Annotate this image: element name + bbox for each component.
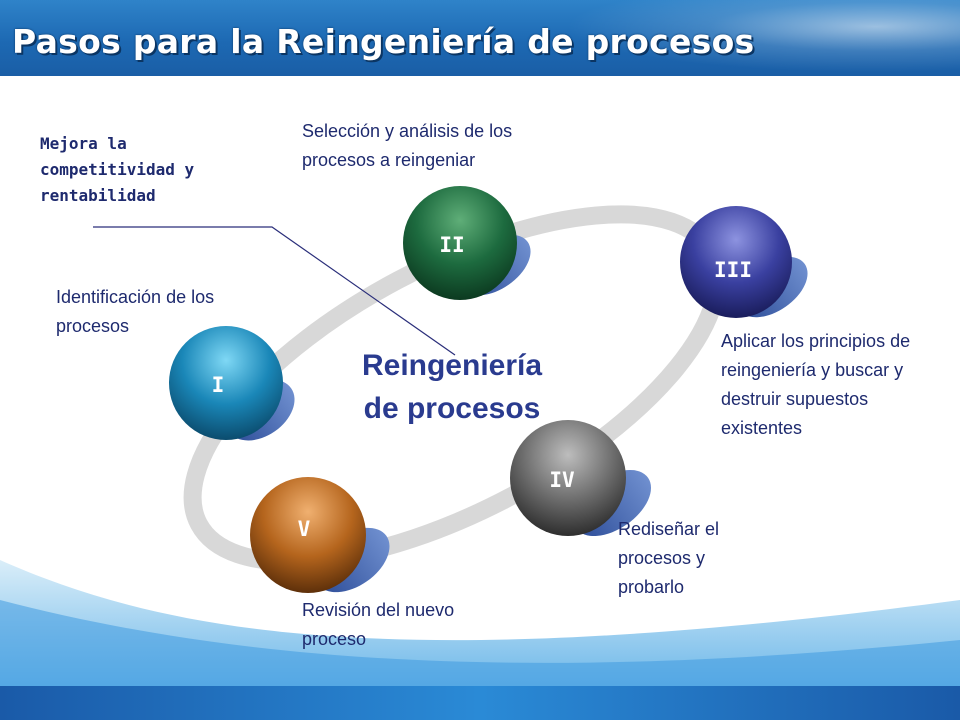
- step-2-numeral: II: [439, 233, 464, 257]
- center-label-line1: Reingeniería: [361, 349, 543, 382]
- step-1-numeral: I: [212, 373, 225, 397]
- footer-bar: [0, 686, 960, 720]
- step-3-label: Aplicar los principios de reingeniería y…: [721, 331, 911, 438]
- step-5-numeral: V: [298, 517, 311, 541]
- step-1-sphere: [169, 326, 283, 440]
- step-5-label: Revisión del nuevo proceso: [302, 600, 455, 649]
- step-4-label: Rediseñar el procesos y probarlo: [618, 519, 720, 597]
- step-2-label: Selección y análisis de los procesos a r…: [302, 121, 513, 170]
- center-label: Reingeniería de procesos: [334, 344, 570, 430]
- cloud-decoration: [540, 0, 960, 76]
- step-1-label: Identificación de los procesos: [56, 287, 215, 336]
- step-2-sphere: [403, 186, 517, 300]
- step-3-numeral: III: [714, 258, 752, 282]
- note-callout-line: [93, 226, 456, 356]
- note-text: Mejora la competitividad y rentabilidad: [40, 134, 195, 205]
- page-title: Pasos para la Reingeniería de procesos: [12, 22, 755, 61]
- step-4-sphere: [510, 420, 626, 536]
- step-5-sphere: [250, 477, 366, 593]
- title-bar: Pasos para la Reingeniería de procesos: [0, 0, 960, 76]
- step-4-numeral: IV: [549, 468, 575, 492]
- step-3-sphere: [680, 206, 792, 318]
- center-label-line2: de procesos: [363, 392, 541, 425]
